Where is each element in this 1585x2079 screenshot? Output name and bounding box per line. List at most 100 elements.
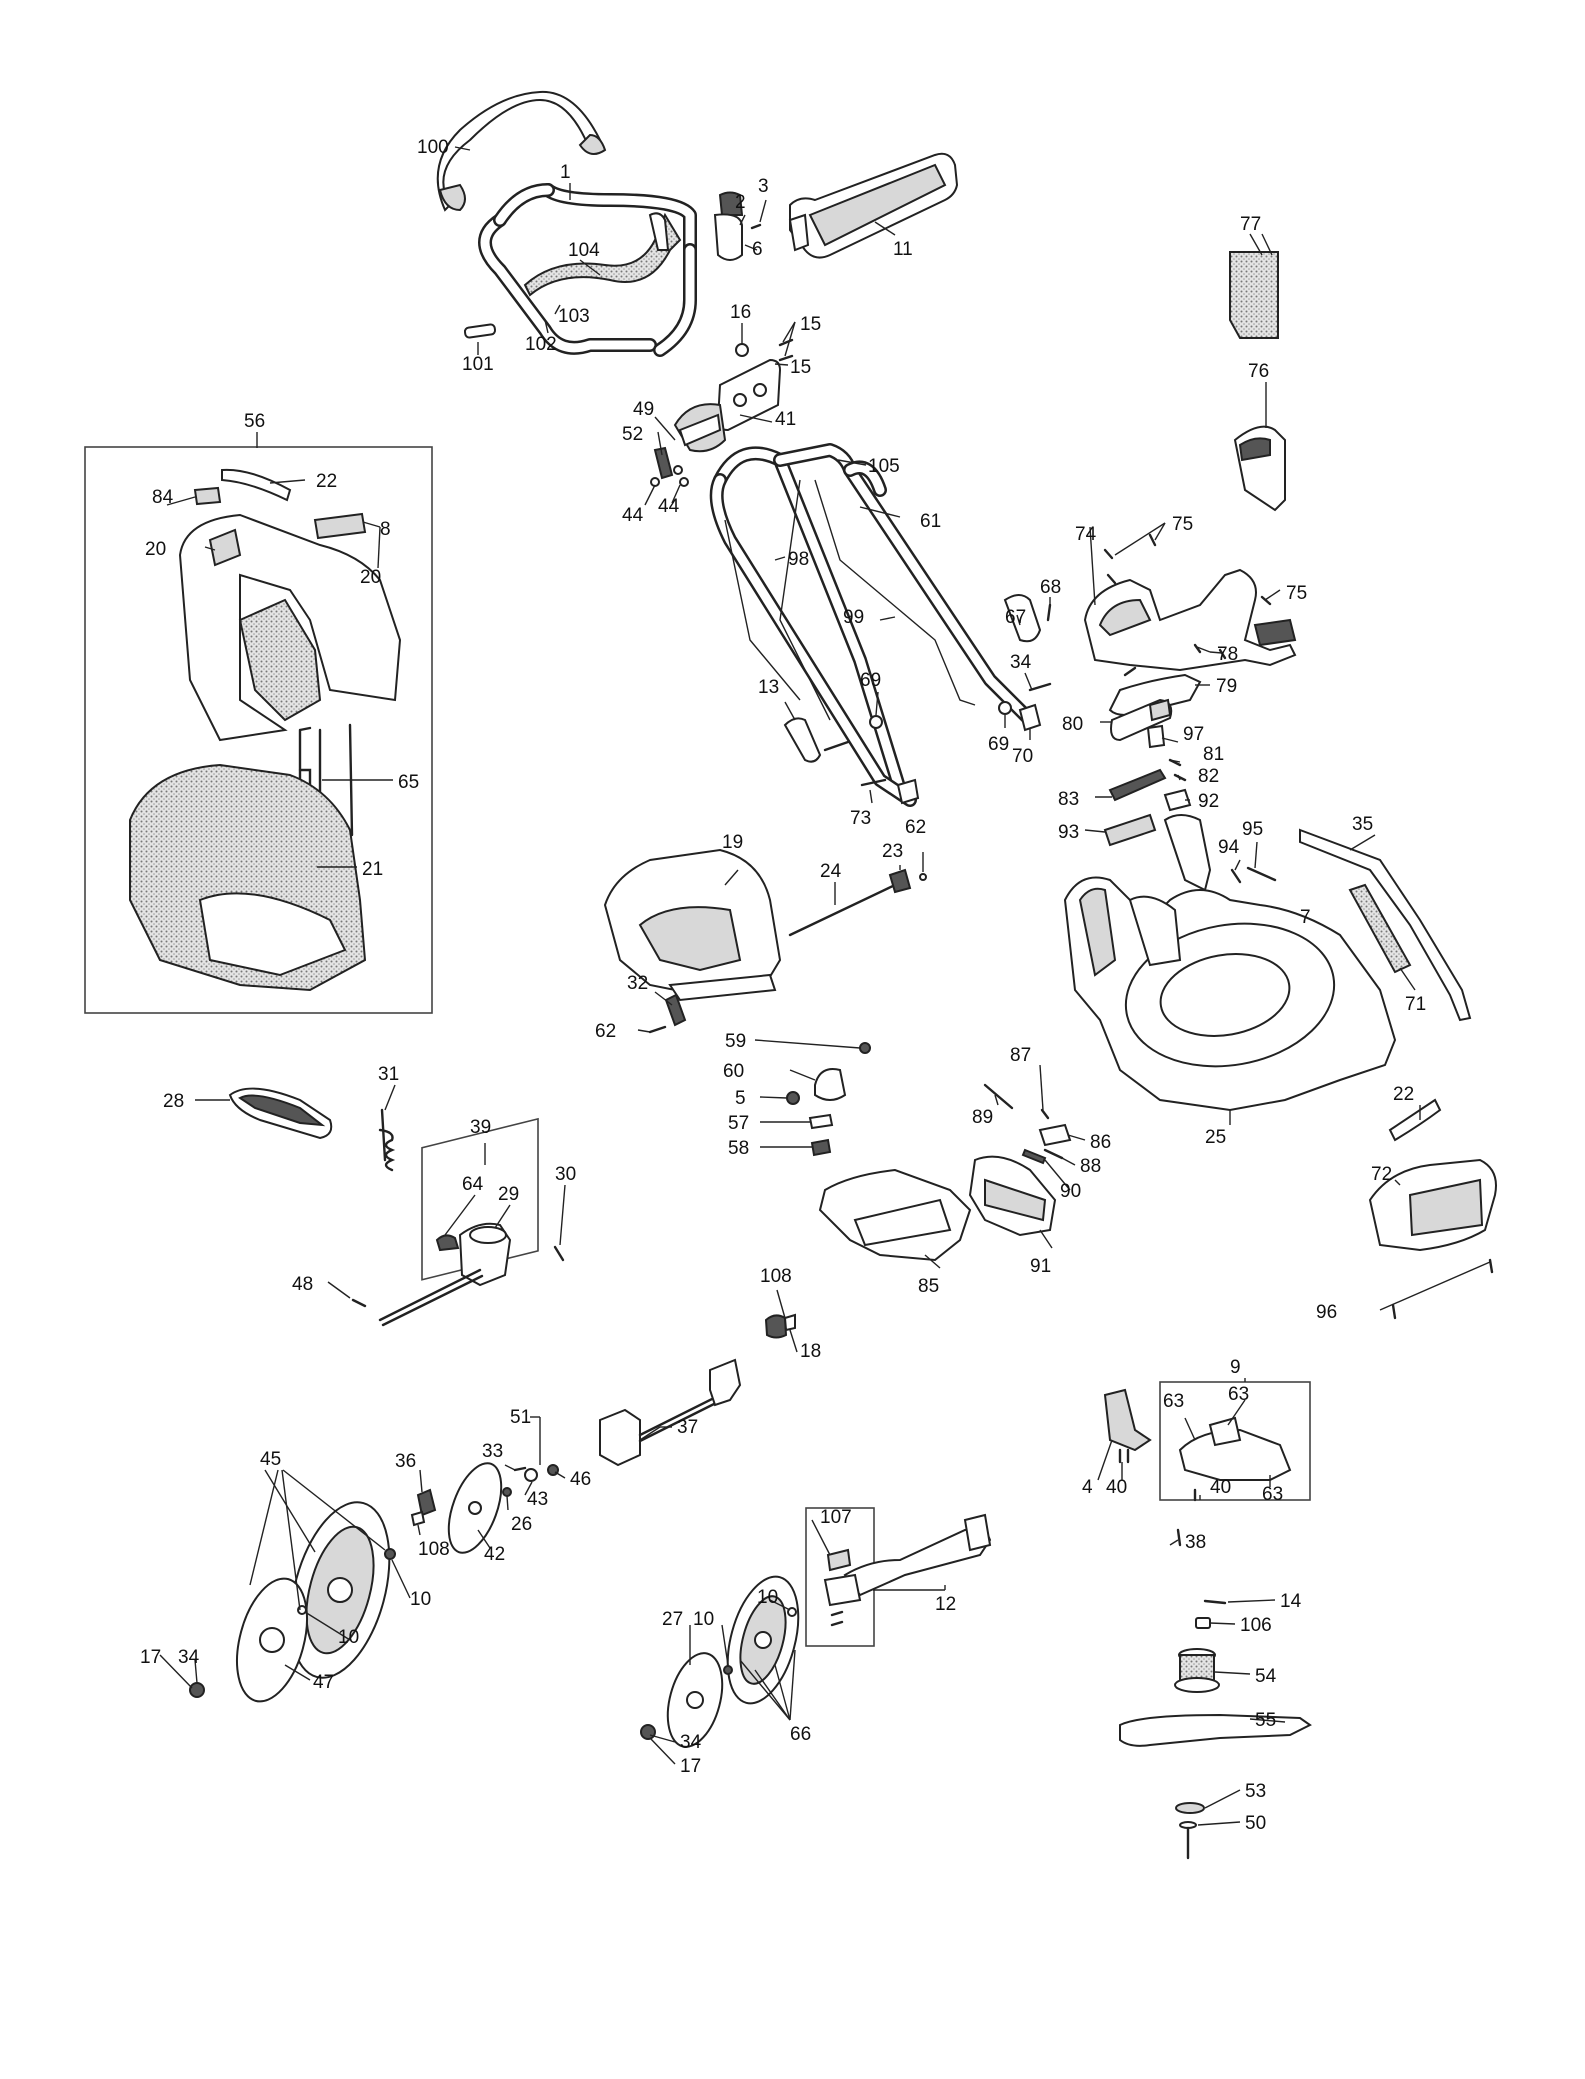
callout-label: 61: [920, 511, 941, 532]
callout-label: 25: [1205, 1127, 1226, 1148]
rear-axle: [599, 1358, 742, 1467]
front-wheel-cap: [666, 1652, 724, 1748]
gear-36: [416, 1488, 437, 1517]
callout-label: 36: [395, 1451, 416, 1472]
callout-label: 44: [658, 496, 680, 517]
height-lever: [843, 1513, 992, 1597]
callout-label: 75: [1286, 583, 1307, 604]
bag-label-8: [313, 512, 367, 540]
callout-label: 64: [462, 1174, 484, 1195]
screw-73: [860, 778, 887, 787]
bag-top: [178, 513, 402, 742]
nut-under: [896, 778, 920, 805]
callout-label: 40: [1210, 1477, 1231, 1498]
callout-label: 57: [728, 1113, 749, 1134]
callout-label: 88: [1080, 1156, 1101, 1177]
callout-label: 73: [850, 808, 871, 829]
callout-label: 5: [735, 1088, 746, 1109]
callout-label: 17: [680, 1756, 701, 1777]
screw-62b: [648, 1025, 667, 1034]
spring-64: [435, 1234, 460, 1252]
callout-label: 20: [360, 567, 381, 588]
screw-62a: [919, 873, 927, 881]
callout-label: 87: [1010, 1045, 1031, 1066]
callout-label: 24: [820, 861, 842, 882]
switch-box: [716, 358, 782, 432]
bag-label-84: [193, 486, 222, 506]
callout-label: 37: [677, 1417, 698, 1438]
cable-guide-67: [1003, 594, 1042, 643]
callout-label: 104: [568, 240, 600, 261]
callout-label: 15: [790, 357, 811, 378]
pin-68: [1046, 603, 1052, 622]
callout-label: 42: [484, 1544, 505, 1565]
callout-label: 108: [418, 1539, 450, 1560]
screw-75b: [1148, 533, 1157, 547]
rear-wheel-left: [289, 1501, 391, 1679]
spring-97: [1146, 724, 1166, 749]
gearbox-axle: [378, 1268, 482, 1322]
washer-53: [1175, 1802, 1205, 1814]
callout-label: 71: [1405, 994, 1426, 1015]
callout-label: 20: [145, 539, 166, 560]
callout-label: 10: [693, 1609, 714, 1630]
callout-label: 18: [800, 1341, 821, 1362]
front-wheel: [726, 1575, 800, 1705]
callout-label: 35: [1352, 814, 1373, 835]
callout-label: 26: [511, 1514, 532, 1535]
small-fasteners-top: [735, 338, 794, 370]
callout-label: 33: [482, 1441, 503, 1462]
wheel-cap-47: [236, 1577, 308, 1703]
callout-label: 52: [622, 424, 643, 445]
cable-clip: [783, 717, 822, 763]
callout-label: 93: [1058, 822, 1079, 843]
motor-cover: [603, 848, 782, 1002]
pin: [463, 323, 497, 339]
wheel-60: [814, 1068, 847, 1101]
callout-label: 7: [1300, 907, 1311, 928]
callout-label: 10: [410, 1589, 431, 1610]
callout-label: 34: [1010, 652, 1032, 673]
callout-label: 51: [510, 1407, 531, 1428]
pin-95: [1246, 866, 1277, 882]
callout-label: 75: [1172, 514, 1193, 535]
spring-90: [1021, 1148, 1047, 1165]
nut-34c: [640, 1724, 656, 1740]
grass-bag-frame: [84, 446, 433, 1014]
callout-label: 72: [1371, 1164, 1392, 1185]
gear-108a: [764, 1314, 788, 1339]
callout-label: 12: [935, 1594, 956, 1615]
screw-96a: [1488, 1258, 1494, 1274]
callout-label: 63: [1228, 1384, 1249, 1405]
blade-guard-kit-frame: [1159, 1381, 1311, 1501]
handle-grip: [436, 90, 607, 212]
spring-23: [888, 868, 912, 894]
nut-58: [810, 1138, 832, 1157]
washer-69b: [998, 701, 1012, 715]
gearbox: [458, 1222, 512, 1287]
callout-label: 43: [527, 1489, 548, 1510]
callout-label: 94: [1218, 837, 1240, 858]
bolt-50: [1179, 1821, 1197, 1860]
callout-label: 3: [758, 176, 769, 197]
switch-unit: [673, 403, 727, 453]
callout-label: 90: [1060, 1181, 1081, 1202]
blade: [1119, 1713, 1312, 1747]
blade-guard: [1178, 1416, 1292, 1481]
callout-label: 60: [723, 1061, 744, 1082]
lever-kit-part-1: [826, 1548, 852, 1572]
spring-71: [1348, 883, 1412, 974]
callout-label: 102: [525, 334, 557, 355]
bag-body: [129, 763, 367, 992]
lower-handle: [709, 443, 1037, 807]
screw-96b: [1391, 1303, 1397, 1320]
screw-75a: [1103, 548, 1114, 560]
washer-10d: [723, 1665, 733, 1675]
callout-label: 2: [735, 192, 746, 213]
warning-label: [1229, 251, 1279, 339]
callout-label: 96: [1316, 1302, 1337, 1323]
callout-label: 23: [882, 841, 903, 862]
callout-label: 34: [178, 1647, 200, 1668]
callout-label: 8: [380, 519, 391, 540]
switch-parts: [713, 191, 762, 261]
